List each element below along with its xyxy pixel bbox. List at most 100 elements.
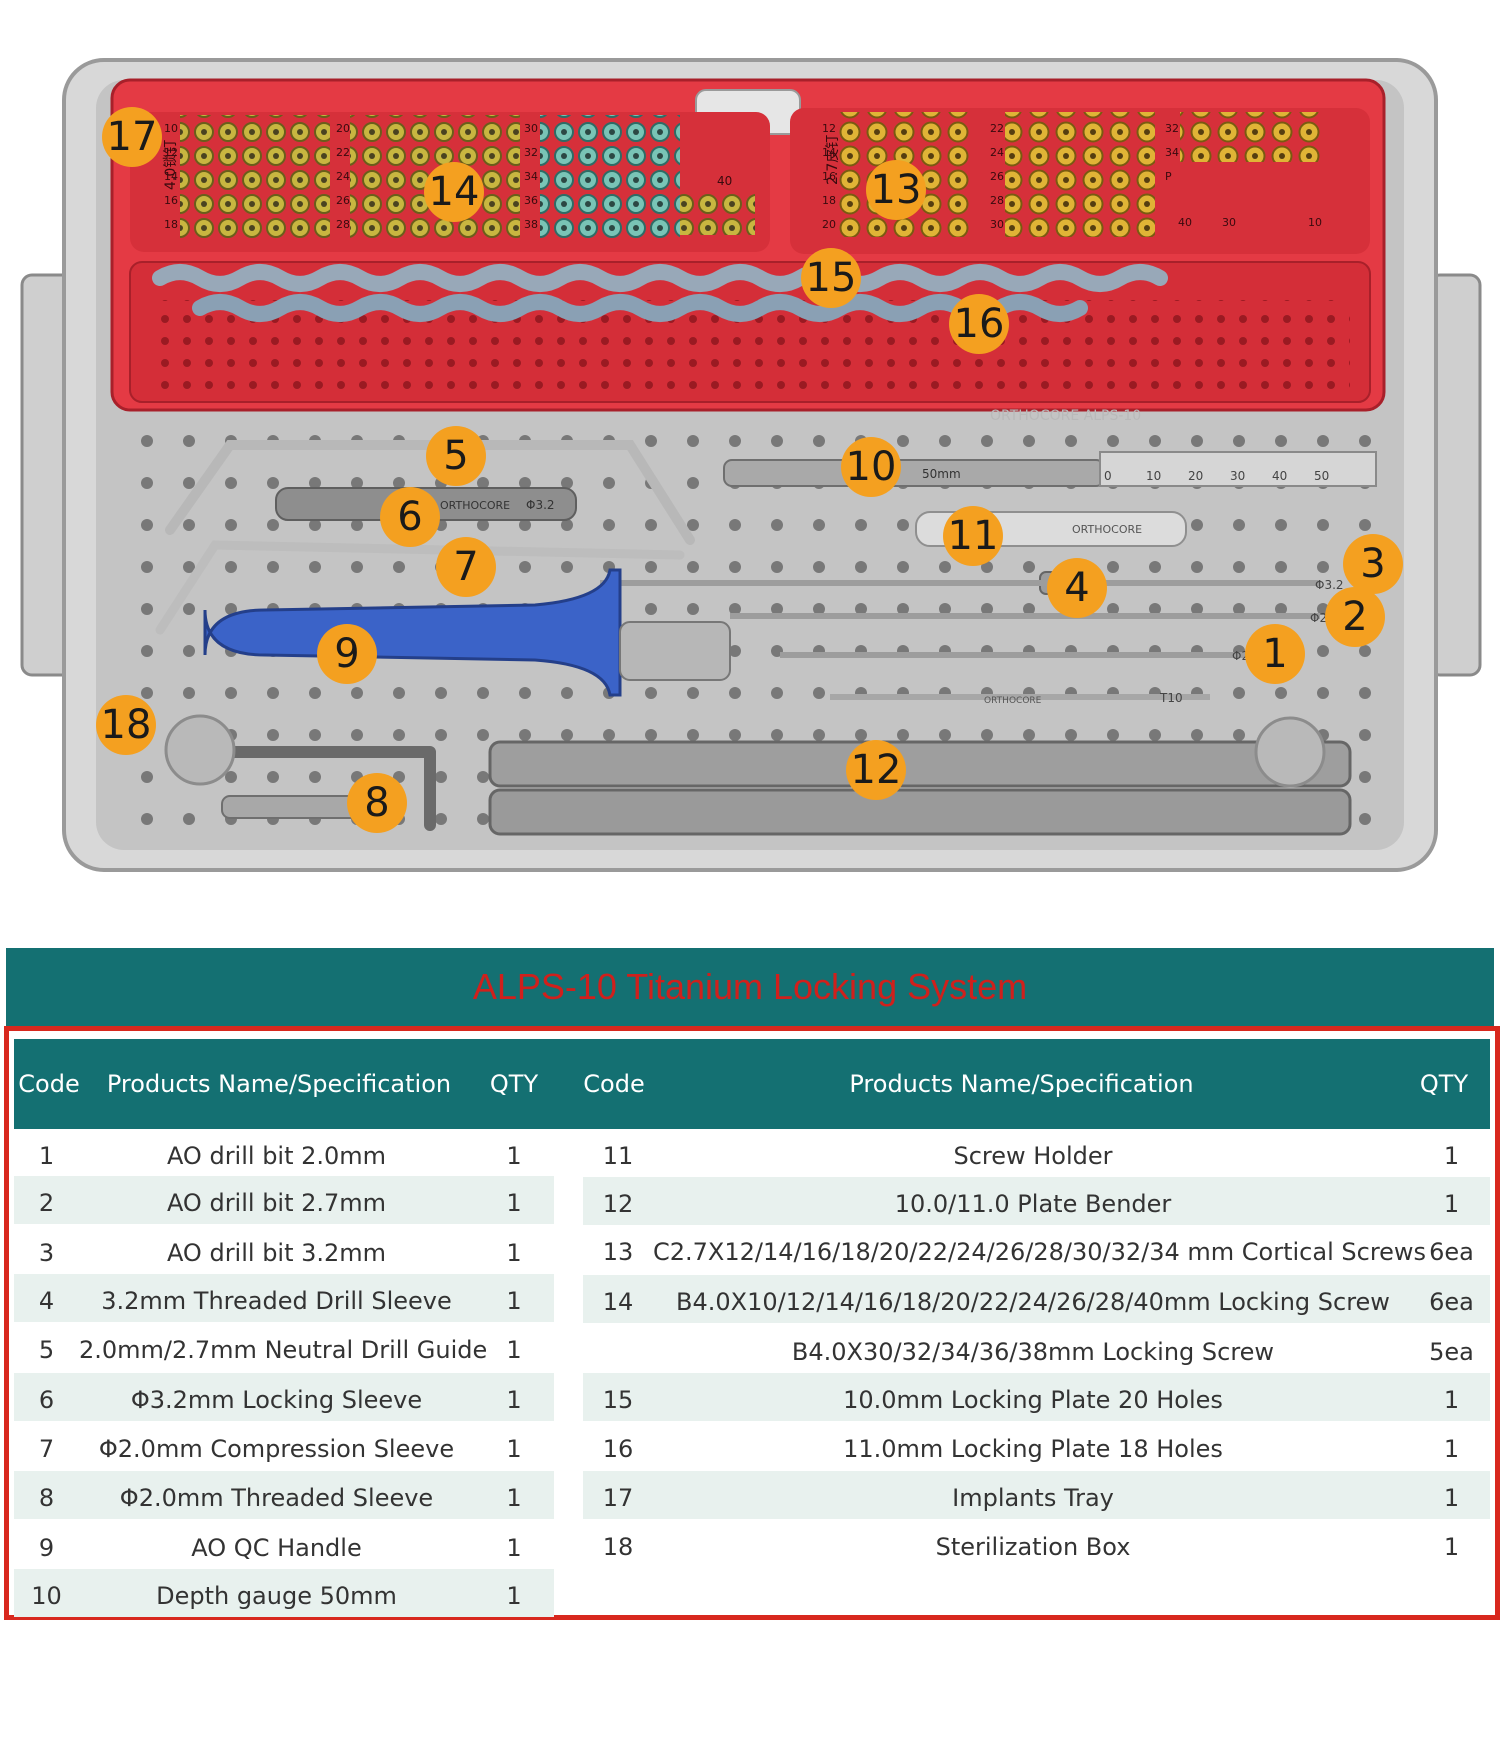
cell-code: 16: [602, 1435, 634, 1463]
tray-row-label: 12: [822, 122, 836, 135]
cell-code: 11: [602, 1142, 634, 1170]
cell-qty: 1: [1443, 1435, 1460, 1463]
tray-scale-label: 10: [1308, 216, 1322, 229]
tray-row-label: 22: [990, 122, 1004, 135]
cell-qty: 5ea: [1429, 1338, 1474, 1366]
cell-name: AO drill bit 3.2mm: [166, 1239, 387, 1267]
cell-qty: 1: [506, 1189, 522, 1217]
depth-gauge-tick-label: 0: [1104, 469, 1112, 483]
callout-marker-4: 4: [1047, 558, 1107, 618]
cell-name: B4.0X30/32/34/36/38mm Locking Screw: [791, 1338, 1275, 1366]
box-corner-feature-right: [1254, 716, 1326, 788]
cell-name: Screw Holder: [953, 1142, 1113, 1170]
header-qty-left: QTY: [489, 1070, 539, 1098]
table-header-left: [14, 1039, 1490, 1129]
screw-holder-brand: ORTHOCORE: [1072, 523, 1142, 536]
depth-gauge-label: 50mm: [922, 467, 961, 481]
callout-marker-13: 13: [866, 160, 926, 220]
product-photo: 4.0锁钉 2.7皮钉 40 1012141618202224262830323…: [20, 58, 1482, 872]
screw-field-left: [180, 115, 330, 240]
cell-code: 15: [602, 1386, 634, 1414]
box-corner-feature-left: [164, 714, 236, 786]
callout-marker-15: 15: [801, 248, 861, 308]
cell-name: 2.0mm/2.7mm Neutral Drill Guide: [79, 1336, 488, 1364]
depth-gauge-tick-label: 20: [1188, 469, 1203, 483]
cell-name: AO drill bit 2.7mm: [166, 1189, 387, 1217]
plate-bender-a: [488, 740, 1352, 788]
tray-row-label: 28: [336, 218, 350, 231]
plate-16: [192, 294, 1088, 322]
cell-qty: 1: [506, 1386, 522, 1414]
cell-name: 10.0/11.0 Plate Bender: [894, 1190, 1172, 1218]
cell-qty: 1: [506, 1336, 522, 1364]
tray-row-label: 30: [990, 218, 1004, 231]
cell-qty: 1: [1443, 1533, 1460, 1561]
cell-code: 13: [602, 1238, 634, 1266]
cell-code: [583, 1325, 653, 1373]
cell-code: 18: [602, 1533, 634, 1561]
tray-row-label: 16: [164, 194, 178, 207]
tray-label-40: 40: [717, 174, 732, 188]
cell-qty: 1: [506, 1484, 522, 1512]
callout-marker-16: 16: [949, 294, 1009, 354]
screw-field-cortical-c: [1180, 112, 1320, 162]
tray-row-label: 20: [336, 122, 350, 135]
tray-scale-label: 40: [1178, 216, 1192, 229]
depth-gauge-body: [723, 459, 1105, 487]
callout-marker-7: 7: [436, 537, 496, 597]
cell-qty: 1: [506, 1239, 522, 1267]
product-table: Code Products Name/Specification QTY Cod…: [4, 1026, 1500, 1620]
locking-sleeve-size: Φ3.2: [526, 498, 555, 512]
cell-name: AO QC Handle: [191, 1534, 362, 1562]
page-title: ALPS-10 Titanium Locking System: [6, 948, 1494, 1026]
tray-scale-label: 30: [1222, 216, 1236, 229]
cell-name: Φ2.0mm Compression Sleeve: [98, 1435, 455, 1463]
qc-handle-coupling: [619, 621, 731, 681]
header-name-left: Products Name/Specification: [106, 1070, 452, 1098]
tray-row-label: 32: [524, 146, 538, 159]
table-row: B4.0X30/32/34/36/38mm Locking Screw 5ea: [583, 1325, 1490, 1373]
cell-name: 10.0mm Locking Plate 20 Holes: [843, 1386, 1223, 1414]
header-code-right: Code: [583, 1070, 645, 1098]
tray-row-label: 22: [336, 146, 350, 159]
tray-row-label: 18: [822, 194, 836, 207]
driver-brand: ORTHOCORE: [984, 696, 1042, 706]
cell-name: Depth gauge 50mm: [156, 1582, 397, 1610]
tray-row-label: 14: [822, 146, 836, 159]
cell-qty: 1: [506, 1142, 522, 1170]
tray-label-locking: 4.0锁钉: [163, 140, 179, 190]
tray-row-label: 34: [1165, 146, 1179, 159]
callout-marker-17: 17: [102, 107, 162, 167]
tray-row-label: 26: [336, 194, 350, 207]
cell-qty: 1: [506, 1582, 522, 1610]
screw-field-blue: [540, 115, 680, 240]
tray-row-label: 24: [990, 146, 1004, 159]
header-qty-right: QTY: [1419, 1070, 1469, 1098]
callout-marker-12: 12: [846, 740, 906, 800]
drill-label: Φ3.2: [1315, 578, 1344, 592]
cell-name: Implants Tray: [952, 1484, 1114, 1512]
header-code-left: Code: [18, 1070, 80, 1098]
callout-marker-11: 11: [943, 506, 1003, 566]
compression-sleeve: [155, 540, 685, 635]
cell-name: Φ3.2mm Locking Sleeve: [130, 1386, 423, 1414]
plate-15: [152, 264, 1168, 292]
tray-row-label: 18: [164, 218, 178, 231]
tray-row-label: P: [1165, 170, 1172, 183]
qc-handle: [203, 568, 622, 697]
tray-row-label: 20: [822, 218, 836, 231]
tray-row-label: 38: [524, 218, 538, 231]
cell-code: 2: [38, 1189, 55, 1217]
drill-bits: [600, 580, 1320, 700]
